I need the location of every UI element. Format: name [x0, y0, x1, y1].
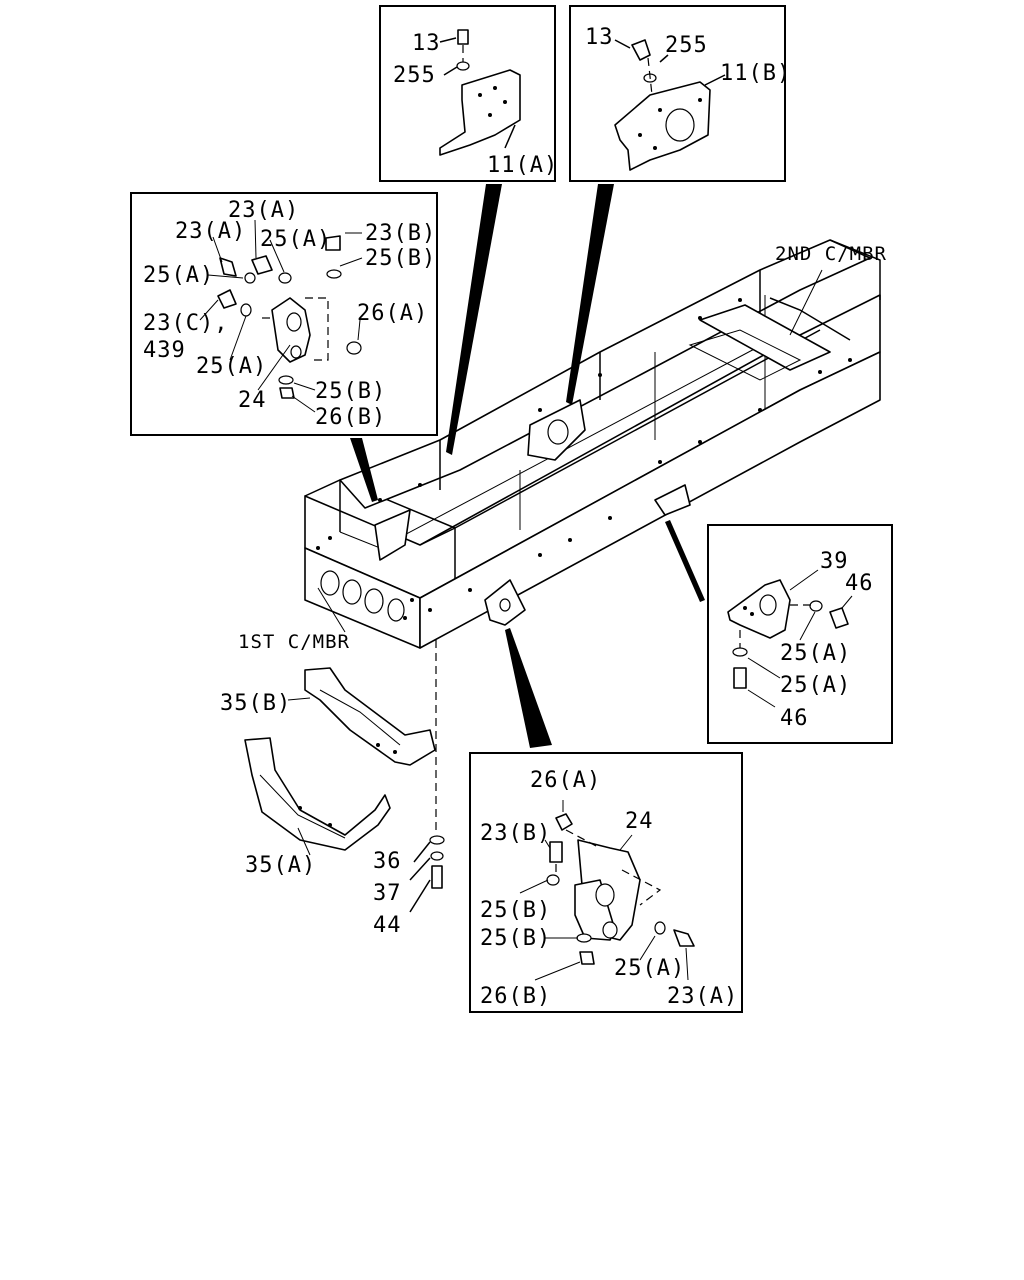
label-11b: 11(B) — [720, 61, 791, 86]
label-255: 255 — [393, 63, 436, 88]
label-25b-top: 25(B) — [365, 246, 436, 271]
detail-box-right: 39 46 25(A) 25(A) 46 — [707, 524, 893, 744]
detail-box-11b: 13 255 11(B) — [569, 5, 791, 182]
label-23a-left: 23(A) — [175, 219, 246, 244]
label-13: 13 — [412, 31, 441, 56]
chassis-frame — [304, 239, 881, 835]
label-36: 36 — [373, 849, 402, 874]
label-44: 44 — [373, 913, 402, 938]
label-35a: 35(A) — [245, 853, 316, 878]
detail-box-11a: 13 255 11(A) — [379, 5, 558, 182]
label-2nd-crossmember: 2ND C/MBR — [775, 243, 887, 265]
label-25b-b2: 25(B) — [480, 926, 551, 951]
label-26a: 26(A) — [357, 301, 428, 326]
label-25a-left: 25(A) — [143, 263, 214, 288]
bumper-brackets — [244, 667, 436, 851]
label-25a-lower: 25(A) — [780, 673, 851, 698]
label-25b-b1: 25(B) — [480, 898, 551, 923]
bumper-labels: 35(B) 35(A) 36 37 44 — [220, 691, 402, 938]
label-23a-b: 23(A) — [667, 984, 738, 1009]
label-26b: 26(B) — [315, 405, 386, 430]
label-26b-b: 26(B) — [480, 984, 551, 1009]
label-13b: 13 — [585, 25, 614, 50]
label-37: 37 — [373, 881, 402, 906]
label-35b: 35(B) — [220, 691, 291, 716]
frame-labels: 2ND C/MBR 1ST C/MBR — [238, 243, 887, 653]
label-439: 439 — [143, 338, 186, 363]
label-46-top: 46 — [845, 571, 874, 596]
label-39: 39 — [820, 549, 849, 574]
detail-box-bottom: 26(A) 24 23(B) 25(B) 25(B) 25(A) 26(B) 2… — [469, 752, 743, 1013]
label-24: 24 — [238, 388, 267, 413]
label-25a-top: 25(A) — [260, 227, 331, 252]
label-11a: 11(A) — [487, 153, 558, 178]
label-46-bottom: 46 — [780, 706, 809, 731]
label-23c: 23(C), — [143, 311, 228, 336]
label-25a-upper: 25(A) — [780, 641, 851, 666]
label-255b: 255 — [665, 33, 708, 58]
frame-fasteners — [409, 835, 445, 913]
label-23b-b: 23(B) — [480, 821, 551, 846]
label-25b-bottom: 25(B) — [315, 379, 386, 404]
label-1st-crossmember: 1ST C/MBR — [238, 631, 350, 653]
label-23b: 23(B) — [365, 221, 436, 246]
label-25a-b: 25(A) — [614, 956, 685, 981]
detail-box-left: 23(A) 23(A) 25(A) 23(B) 25(B) 25(A) 26(A… — [130, 192, 438, 436]
label-24-b: 24 — [625, 809, 654, 834]
callout-pointers — [350, 184, 705, 748]
label-26a-b: 26(A) — [530, 768, 601, 793]
label-25a-bottom: 25(A) — [196, 354, 267, 379]
rivet-holes — [316, 298, 852, 620]
label-23a-top: 23(A) — [228, 198, 299, 223]
